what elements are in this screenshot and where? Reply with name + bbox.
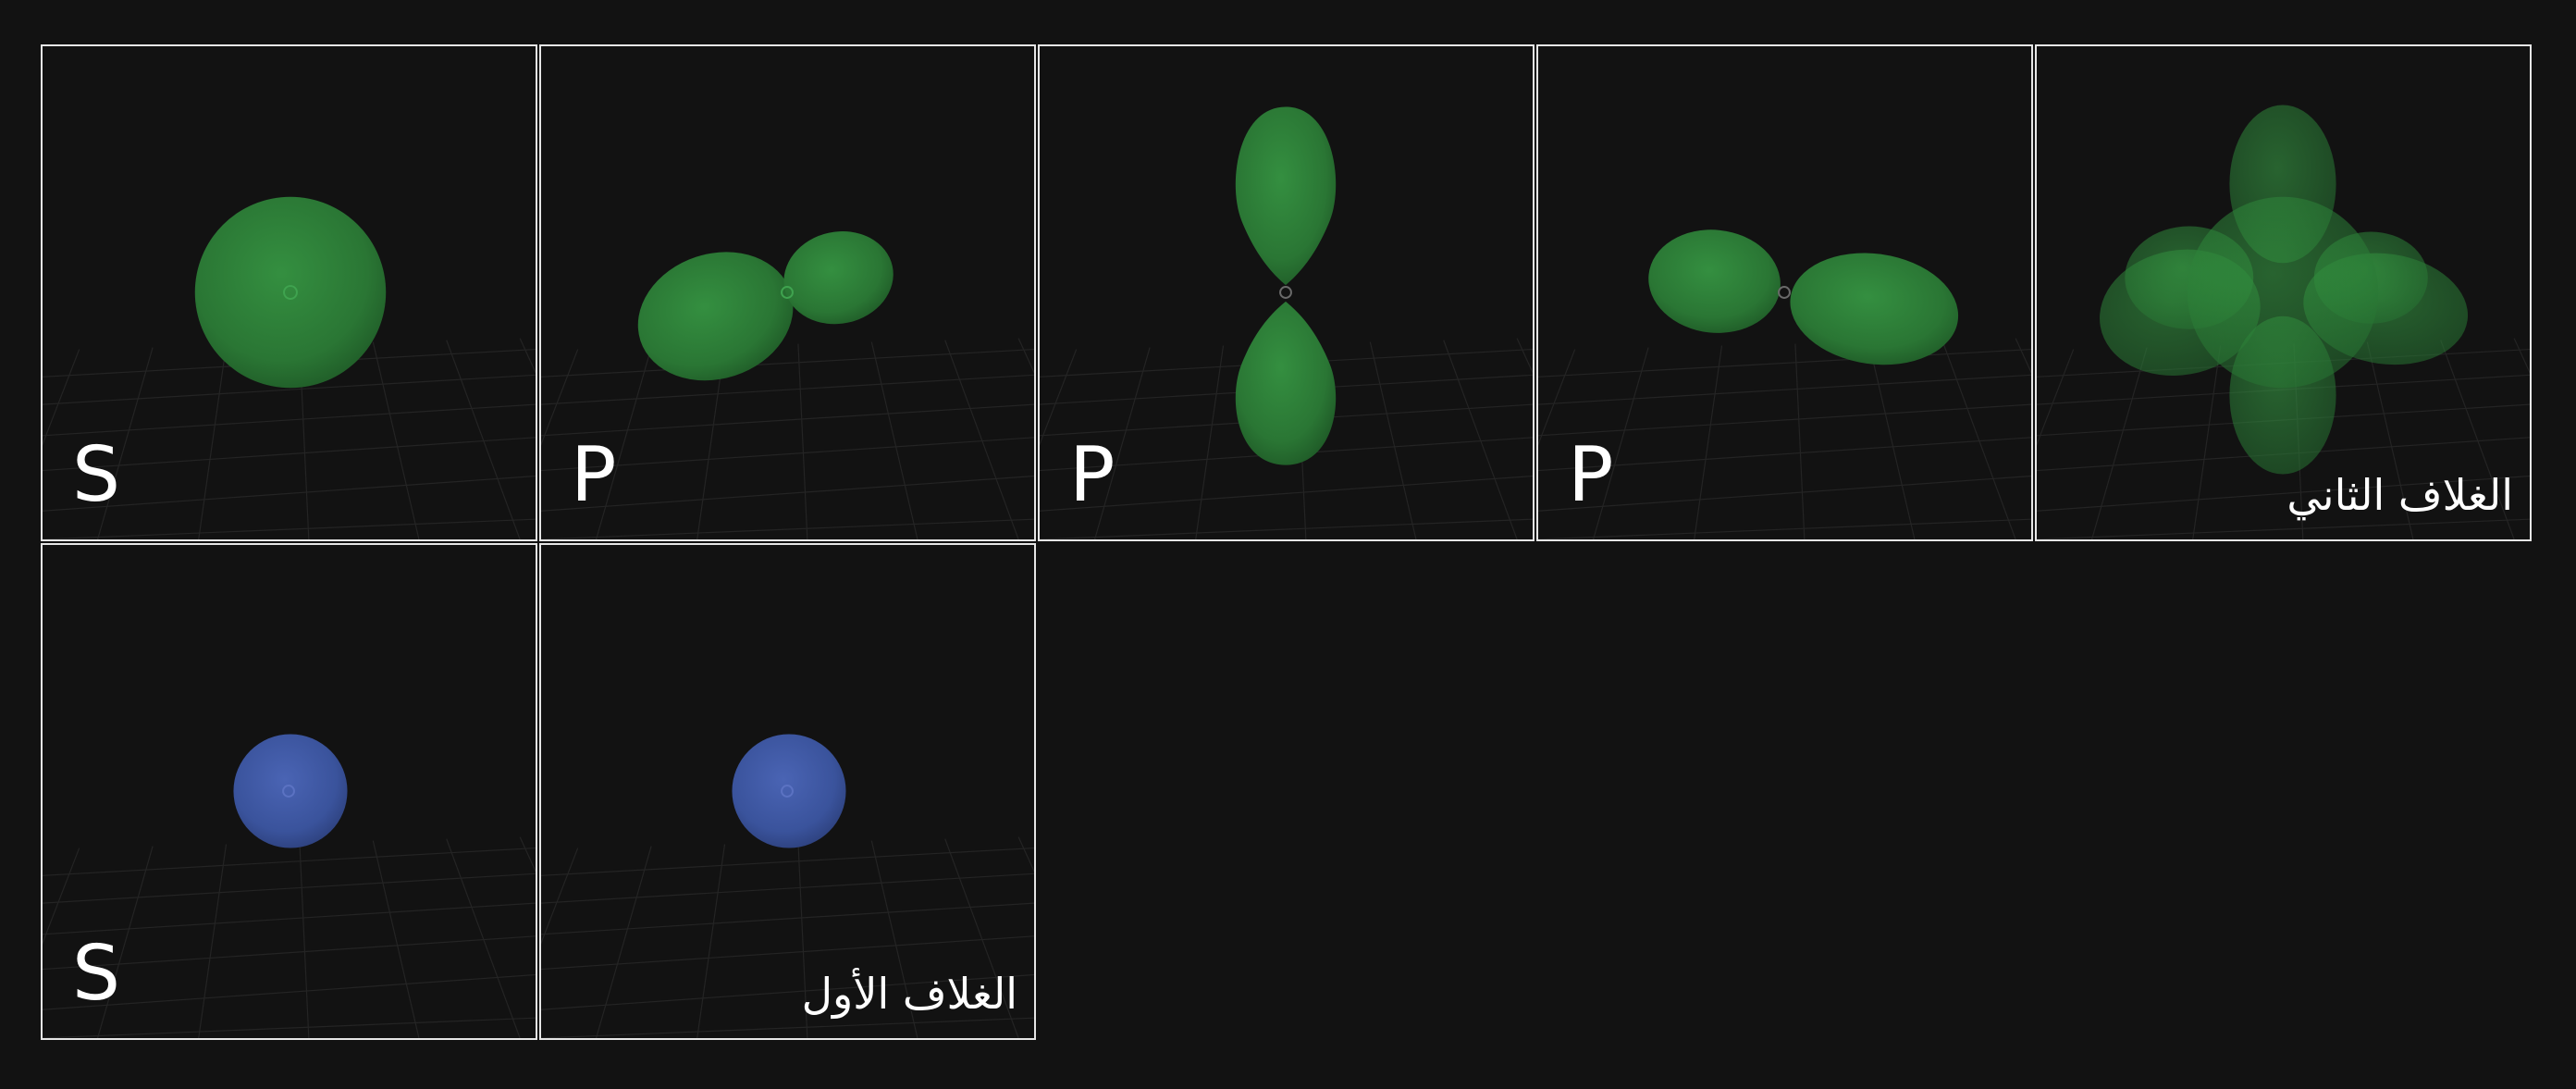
panel-shell1-s: S <box>41 543 537 1040</box>
s-orbital-sphere <box>2187 196 2379 389</box>
p-orbital-lobe <box>783 231 894 325</box>
panel-shell1-combined: الغلاف الأول <box>539 543 1036 1040</box>
nucleus-marker <box>282 785 295 798</box>
orbital-label: S <box>72 930 121 1018</box>
nucleus-marker <box>781 785 794 798</box>
p-orbital-lobe <box>1235 106 1337 286</box>
p-orbital-lobe <box>1790 253 1959 365</box>
orbital-scene <box>1538 229 2031 539</box>
shell-label: الغلاف الأول <box>801 968 1017 1019</box>
s-orbital-sphere <box>732 734 846 848</box>
orbital-scene <box>1040 106 1533 539</box>
orbital-scene <box>43 196 536 539</box>
panel-shell2-px: P <box>539 44 1036 541</box>
panel-shell2-py: P <box>1038 44 1535 541</box>
p-orbital-lobe <box>1648 229 1781 333</box>
panel-shell2-pz: P <box>1536 44 2033 541</box>
p-orbital-lobe <box>637 252 794 381</box>
nucleus-marker <box>283 285 298 300</box>
orbital-label: P <box>1568 431 1614 519</box>
nucleus-marker <box>1279 286 1292 299</box>
orbital-scene <box>2037 105 2530 539</box>
orbital-label: P <box>571 431 617 519</box>
orbital-scene <box>541 231 1034 539</box>
orbital-scene <box>541 734 1034 1038</box>
nucleus-marker <box>1778 286 1791 299</box>
s-orbital-sphere <box>194 196 387 389</box>
orbital-scene <box>43 734 536 1038</box>
panel-shell2-combined: الغلاف الثاني <box>2035 44 2532 541</box>
p-orbital-lobe <box>1235 301 1337 465</box>
s-orbital-sphere <box>233 734 348 848</box>
panel-shell2-s: S <box>41 44 537 541</box>
nucleus-marker <box>781 286 794 299</box>
orbital-label: P <box>1069 431 1115 519</box>
shell-label: الغلاف الثاني <box>2286 469 2513 520</box>
orbital-label: S <box>72 431 121 519</box>
